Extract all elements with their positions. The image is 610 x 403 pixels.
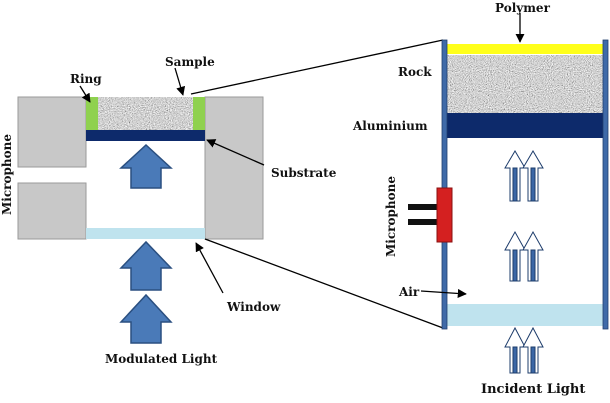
window-layer	[446, 304, 604, 326]
light-arrow-lower-icon	[119, 293, 173, 344]
rock-texture	[446, 55, 604, 113]
modulated-light-label: Modulated Light	[105, 352, 218, 366]
window-label: Window	[226, 300, 281, 314]
sample-pointer	[174, 67, 186, 96]
polymer-layer	[446, 44, 604, 54]
tube-wall-left	[441, 39, 448, 330]
ring-left	[86, 97, 98, 130]
housing-right	[204, 96, 264, 240]
microphone-right-label: Microphone	[384, 176, 398, 257]
substrate-label: Substrate	[271, 166, 337, 180]
incident-light-label: Incident Light	[481, 382, 585, 397]
sample-label: Sample	[165, 55, 215, 69]
housing-lower-left	[17, 182, 87, 240]
left-cell: Ring Sample Microphone Substrate Window …	[0, 55, 337, 366]
ring-label: Ring	[70, 72, 102, 86]
microphone-left-label: Microphone	[0, 134, 14, 215]
light-arrow-middle-icon	[119, 240, 173, 291]
incident-arrow-icon	[504, 326, 544, 374]
housing-upper-left	[17, 96, 87, 168]
substrate	[86, 130, 205, 141]
air-label: Air	[398, 285, 420, 299]
aluminium-layer	[446, 113, 604, 138]
sample-texture	[98, 97, 193, 130]
ring-right	[193, 97, 205, 130]
microphone-body	[436, 187, 453, 243]
zoom-line-top	[190, 39, 444, 95]
microphone-pin-lower	[408, 219, 438, 225]
tube-wall-right	[602, 39, 609, 330]
inner-arrow-upper-icon	[504, 150, 544, 202]
rock-label: Rock	[398, 65, 432, 79]
window-pointer	[195, 242, 224, 294]
ring-pointer	[79, 85, 91, 103]
substrate-pointer	[206, 139, 265, 166]
air-pointer	[420, 288, 467, 298]
light-arrow-upper-icon	[119, 143, 173, 189]
zoom-line-bottom	[204, 238, 444, 329]
aluminium-label: Aluminium	[352, 119, 428, 133]
window	[86, 228, 205, 239]
microphone-pin-upper	[408, 204, 438, 210]
right-cell: Polymer Rock Aluminium Microphone Air In…	[352, 1, 609, 397]
inner-arrow-lower-icon	[504, 230, 544, 282]
polymer-label: Polymer	[495, 1, 551, 15]
